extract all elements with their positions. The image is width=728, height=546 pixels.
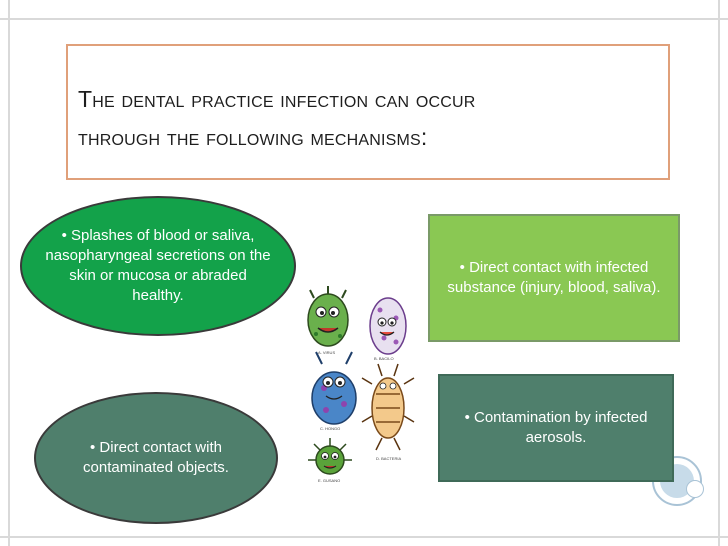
bacteria-label: D. BACTERIA xyxy=(376,456,401,461)
frame-line-right xyxy=(718,0,720,546)
slide-title-line-2: through the following mechanisms: xyxy=(78,124,428,150)
mechanism-aerosols-box: • Contamination by infected aerosols. xyxy=(438,374,674,482)
virus-cartoon-icon xyxy=(307,286,349,347)
fungus-label: C. HONGO xyxy=(320,426,340,431)
worm-cartoon-icon xyxy=(308,438,352,475)
bacillus-label: B. BACILO xyxy=(374,356,394,361)
mechanism-splashes-text: • Splashes of blood or saliva, nasophary… xyxy=(45,227,271,304)
mechanism-splashes-oval: • Splashes of blood or saliva, nasophary… xyxy=(20,196,296,336)
worm-label: E. GUSANO xyxy=(318,478,340,483)
germ-cartoons-illustration: A. VIRUS B. BACILO C. HONGO D. BACTERIA xyxy=(307,286,415,483)
bacillus-cartoon-icon xyxy=(369,297,407,355)
virus-label: A. VIRUS xyxy=(318,350,335,355)
bacteria-cartoon-icon xyxy=(361,363,415,451)
mechanism-aerosols-text: • Contamination by infected aerosols. xyxy=(464,409,648,446)
mechanism-direct-infected-box: • Direct contact with infected substance… xyxy=(428,214,680,342)
decorative-circle-small xyxy=(686,480,704,498)
fungus-cartoon-icon xyxy=(311,351,357,425)
mechanism-direct-objects-oval: • Direct contact with contaminated objec… xyxy=(34,392,278,524)
mechanism-direct-objects-text: • Direct contact with contaminated objec… xyxy=(83,439,229,476)
mechanism-direct-infected-text: • Direct contact with infected substance… xyxy=(447,259,661,296)
frame-line-left xyxy=(8,0,10,546)
frame-line-top xyxy=(0,18,728,20)
slide-title-line-1: The dental practice infection can occur xyxy=(78,86,476,112)
slide-title-box: The dental practice infection can occur … xyxy=(66,44,670,180)
frame-line-bottom xyxy=(0,536,728,538)
